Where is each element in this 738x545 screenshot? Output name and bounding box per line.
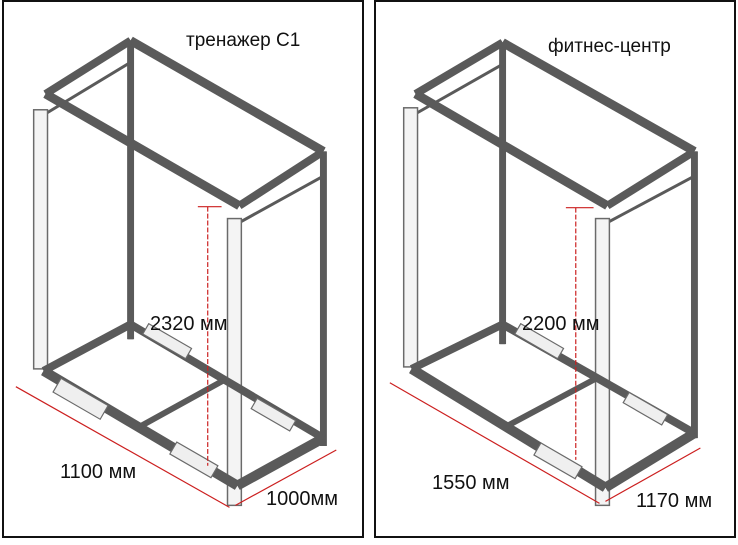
frame-drawing-left [15,36,337,508]
length-dimension-label: 1100 мм [60,461,137,483]
depth-dimension-label: 1000мм [266,488,338,510]
frame-structure [402,38,698,507]
panel-title: фитнес-центр [548,36,671,57]
dimension-lines [389,207,701,504]
panel-title: тренажер С1 [186,30,301,51]
depth-dimension-label: 1170 мм [636,490,713,512]
dimension-lines [15,206,337,508]
height-dimension-label: 2200 мм [522,313,600,335]
frame-structure [32,36,327,507]
panel-trainer-c1: тренажер С1 2320 мм 1100 мм 1000мм [2,0,364,538]
length-dimension-label: 1550 мм [432,472,510,494]
frame-drawing-right [389,38,701,507]
panel-fitness-center: фитнес-центр 2200 мм 1550 мм 1170 мм [374,0,736,538]
height-dimension-label: 2320 мм [150,313,228,335]
